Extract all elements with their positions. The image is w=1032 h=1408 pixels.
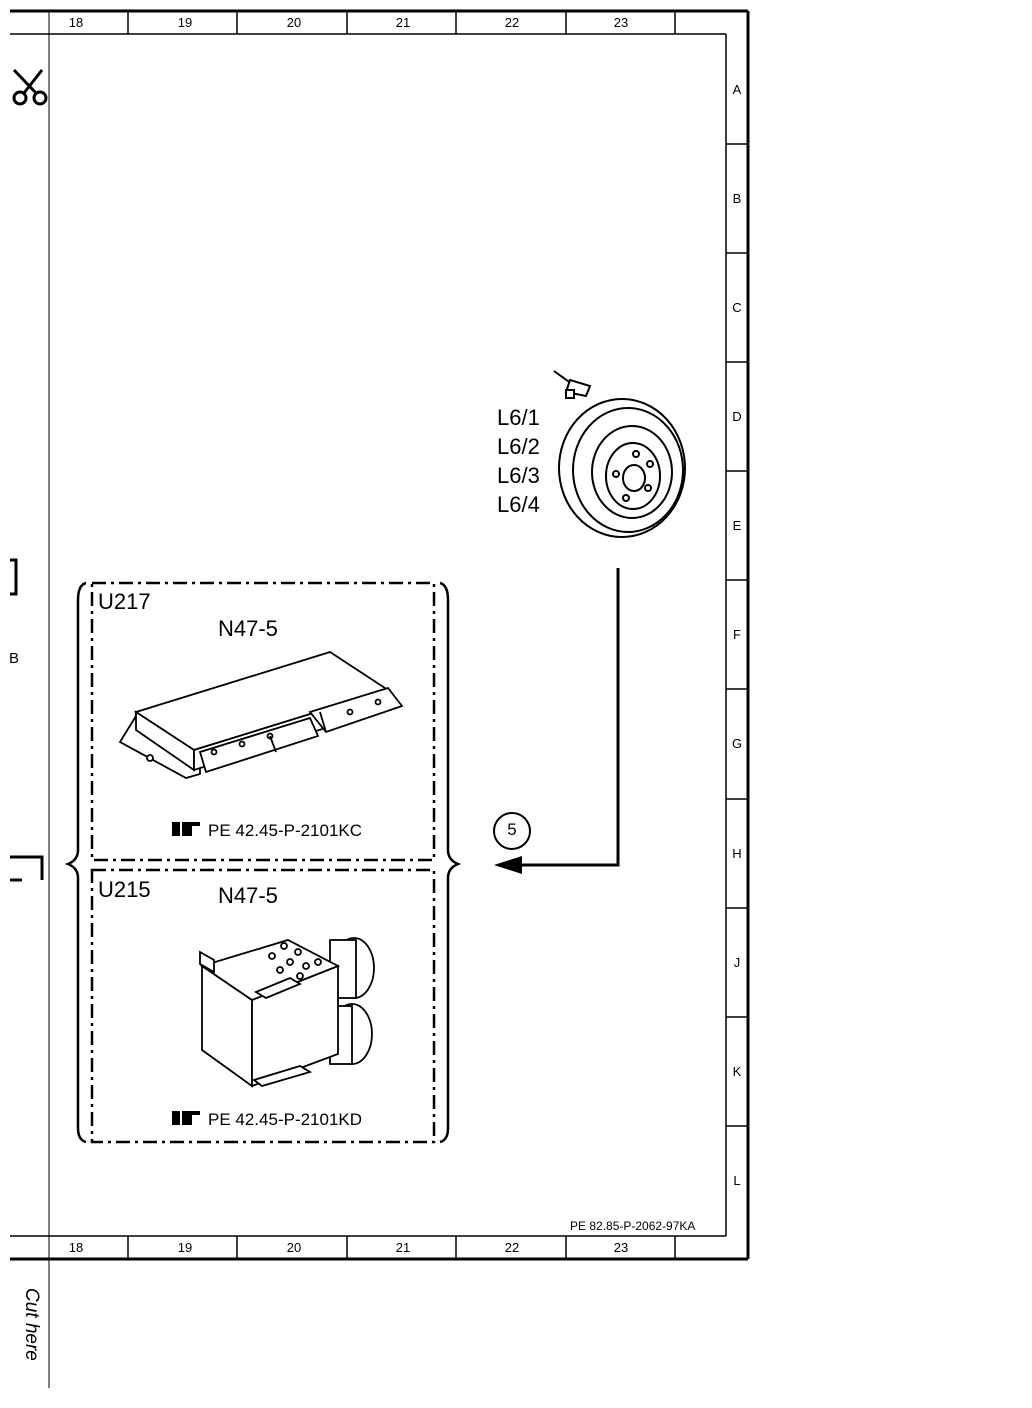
reference-link-kc[interactable]: PE 42.45-P-2101KC <box>208 821 363 840</box>
part-label-lower: N47-5 <box>218 883 278 908</box>
part-label-upper: N47-5 <box>218 616 278 641</box>
grid-row-d: D <box>732 409 742 424</box>
grid-row-h: H <box>732 846 742 861</box>
grid-column-bottom-5: 22 <box>504 1240 520 1255</box>
grid-column-top-5: 22 <box>504 15 520 30</box>
variant-label-lower: U215 <box>98 877 151 902</box>
grid-column-bottom-6: 23 <box>613 1240 629 1255</box>
grid-column-top-2: 19 <box>177 15 193 30</box>
right-brace <box>439 581 462 1144</box>
diagram-frame <box>10 9 750 1388</box>
variant-label-upper: U217 <box>98 589 151 614</box>
hydraulic-unit-icon <box>199 937 375 1088</box>
control-unit-flat-icon <box>118 651 404 779</box>
grid-column-bottom-3: 20 <box>286 1240 302 1255</box>
document-reference: PE 82.85-P-2062-97KA <box>570 1219 696 1233</box>
grid-row-k: K <box>732 1064 742 1079</box>
left-brace <box>64 581 87 1144</box>
grid-row-l: L <box>733 1173 741 1188</box>
grid-column-top-4: 21 <box>395 15 411 30</box>
reference-hand-icon-kc <box>172 822 200 836</box>
grid-column-top-3: 20 <box>286 15 302 30</box>
grid-row-b: B <box>732 191 742 206</box>
speed-sensor-icon <box>553 370 592 399</box>
grid-column-bottom-2: 19 <box>177 1240 193 1255</box>
reference-link-kd[interactable]: PE 42.45-P-2101KD <box>208 1110 363 1129</box>
sensor-label-1: L6/1 <box>497 405 540 430</box>
margin-letter: B <box>9 650 20 667</box>
variant-boxes <box>90 581 436 1144</box>
margin-mark-upper <box>10 558 18 596</box>
connection-number-circle <box>493 812 531 850</box>
grid-column-bottom-4: 21 <box>395 1240 411 1255</box>
connection-arrow <box>494 568 620 874</box>
grid-row-g: G <box>731 736 743 751</box>
sensor-label-3: L6/3 <box>497 463 540 488</box>
cut-here-label: Cut here <box>21 1288 42 1361</box>
connection-number: 5 <box>507 820 517 839</box>
scissors-icon <box>12 68 48 106</box>
grid-row-f: F <box>733 627 741 642</box>
grid-row-c: C <box>732 300 742 315</box>
grid-row-a: A <box>732 82 742 97</box>
sensor-label-2: L6/2 <box>497 434 540 459</box>
sensor-label-4: L6/4 <box>497 492 540 517</box>
reference-hand-icon-kd <box>172 1111 200 1125</box>
margin-mark-lower <box>10 855 44 882</box>
grid-column-top-1: 18 <box>68 15 84 30</box>
grid-column-top-6: 23 <box>613 15 629 30</box>
grid-row-j: J <box>733 955 741 970</box>
grid-column-bottom-1: 18 <box>68 1240 84 1255</box>
brake-disc-icon <box>558 398 686 538</box>
grid-row-e: E <box>732 518 742 533</box>
